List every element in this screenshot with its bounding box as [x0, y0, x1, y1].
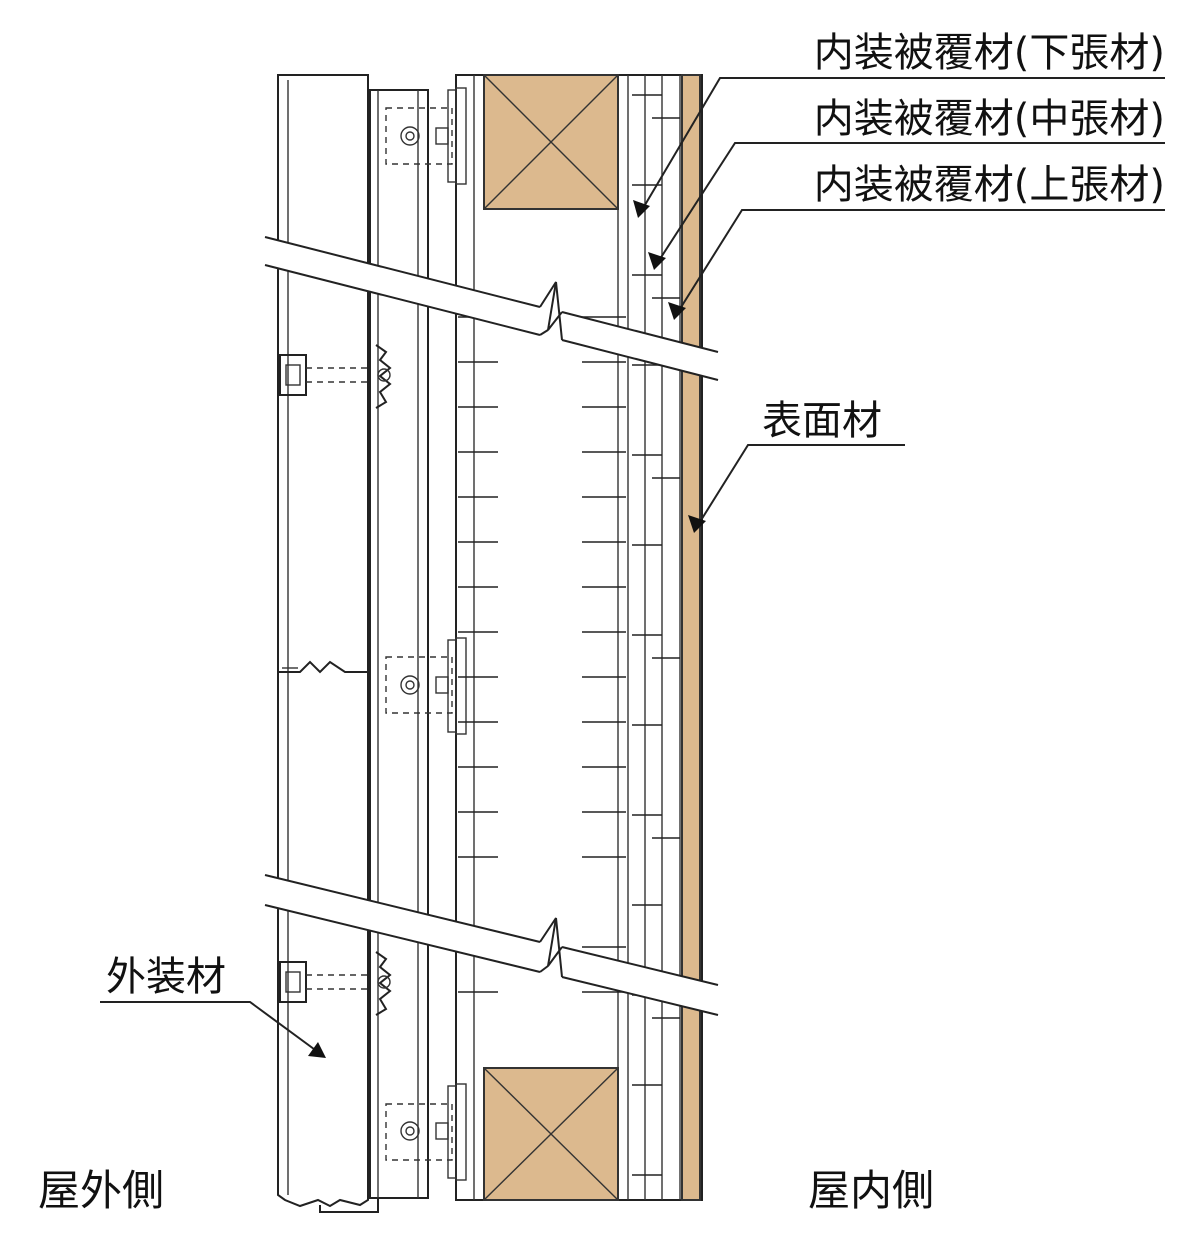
bracket-bottom	[385, 1083, 467, 1181]
label-surface: 表面材	[762, 398, 882, 444]
label-interior-middle: 内装被覆材(中張材)	[814, 96, 1165, 142]
inner-frame	[455, 74, 703, 1201]
fastener-upper	[279, 344, 392, 409]
label-outdoor-side: 屋外側	[38, 1166, 164, 1215]
leader-interior-upper	[668, 209, 1165, 320]
leader-interior-lower	[633, 77, 1165, 218]
nails-group	[458, 94, 680, 1176]
leader-interior-middle	[648, 142, 1165, 270]
break-line-lower	[264, 874, 719, 1016]
surface-wood-strip	[681, 74, 701, 1201]
label-indoor-side: 屋内側	[808, 1166, 934, 1215]
wood-block-bottom	[483, 1067, 619, 1201]
label-exterior-finish: 外装材	[106, 954, 226, 1000]
furring-strip	[369, 89, 429, 1199]
fastener-lower	[279, 951, 392, 1016]
bracket-middle	[385, 637, 467, 735]
bracket-top	[385, 87, 467, 185]
label-interior-upper: 内装被覆材(上張材)	[814, 162, 1165, 208]
label-interior-lower: 内装被覆材(下張材)	[814, 30, 1165, 76]
wood-block-top	[483, 74, 619, 210]
break-line-upper	[264, 236, 719, 381]
leader-surface	[688, 444, 905, 533]
leader-exterior	[100, 1001, 326, 1058]
